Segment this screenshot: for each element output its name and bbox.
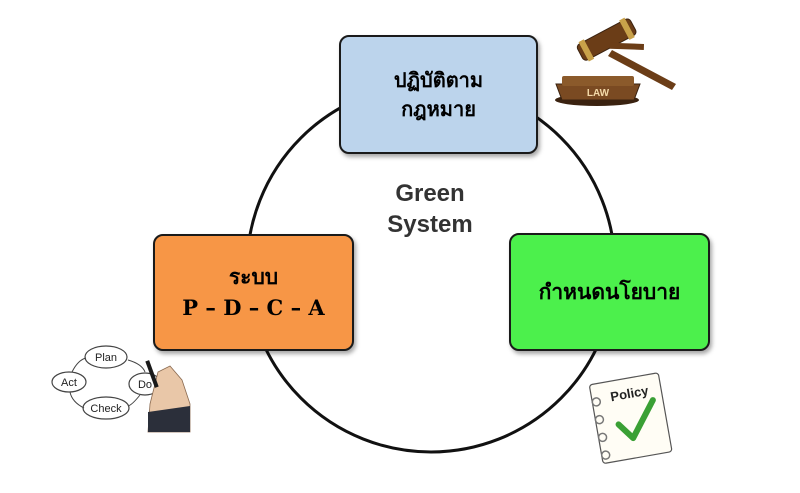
law-compliance-line1: ปฏิบัติตาม [393, 67, 484, 92]
policy-box: กำหนดนโยบาย [509, 233, 710, 351]
pdca-check: Check [90, 403, 122, 415]
pdca-plan: Plan [95, 352, 117, 364]
policy-line1: กำหนดนโยบาย [538, 278, 681, 304]
gavel-label: LAW [587, 88, 610, 99]
center-title-line1: Green [395, 180, 465, 207]
pdca-system-box: ระบบ P – D – C – A [153, 234, 354, 351]
law-compliance-line2: กฎหมาย [401, 96, 476, 121]
law-compliance-box: ปฏิบัติตาม กฎหมาย [339, 35, 538, 154]
pdca-system-line2: P – D – C – A [182, 294, 325, 320]
pdca-cycle-icon: Plan Do Check Act [51, 345, 191, 433]
center-title-line2: System [387, 211, 473, 239]
policy-label: Policy [609, 383, 650, 405]
pdca-do: Do [138, 379, 152, 391]
pdca-act: Act [61, 377, 77, 389]
center-title: Green System [365, 178, 495, 240]
pdca-system-line1: ระบบ [228, 264, 279, 290]
policy-notepad-icon: Policy [589, 372, 673, 464]
gavel-icon: LAW [555, 17, 676, 106]
